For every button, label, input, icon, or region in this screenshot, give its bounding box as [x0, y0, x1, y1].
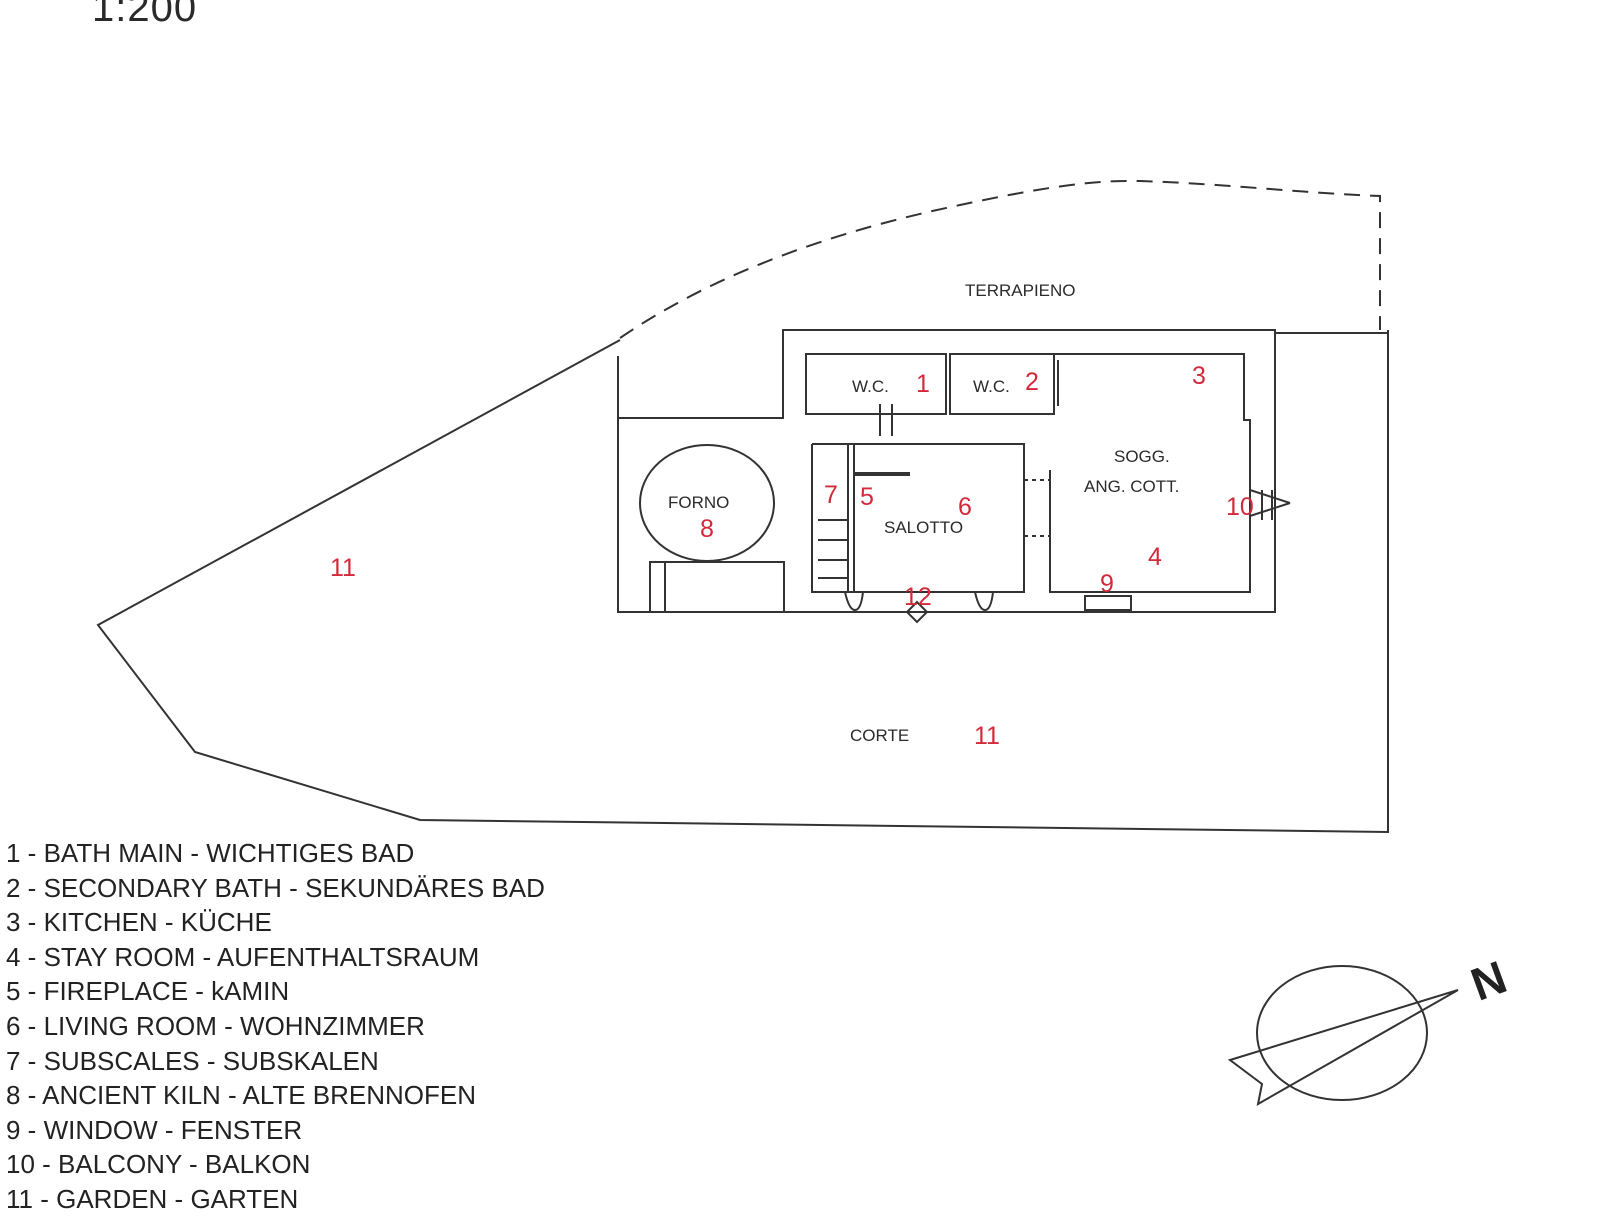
room-number-11-garden: 11: [330, 554, 356, 582]
area-sogg-line2: ANG. COTT.: [1084, 477, 1179, 496]
room-number-1: 1: [916, 370, 930, 398]
area-forno: FORNO: [668, 493, 729, 512]
legend-item: 1 - BATH MAIN - WICHTIGES BAD: [6, 838, 415, 868]
room-number-4: 4: [1148, 543, 1162, 571]
room-number-5: 5: [860, 483, 874, 511]
wc2-room: [949, 353, 1055, 415]
wc1-room: [805, 353, 947, 415]
salotto-room: [811, 443, 1025, 593]
legend-item: 10 - BALCONY - BALKON: [6, 1149, 311, 1180]
balcony-symbol: [1249, 489, 1291, 520]
kitchen-room: [1049, 353, 1251, 593]
legend-item: 7 - SUBSCALES - SUBSKALEN: [6, 1045, 379, 1076]
room-legend: 1 - BATH MAIN - WICHTIGES BAD 2 - SECOND…: [6, 836, 545, 1217]
room-number-11-corte: 11: [974, 722, 1000, 750]
embankment-dashed-boundary: [619, 179, 1381, 339]
legend-item: 11 - GARDEN - GARTEN: [6, 1183, 299, 1214]
stairs: [818, 444, 849, 592]
area-salotto: SALOTTO: [884, 518, 963, 537]
area-wc2: W.C.: [973, 377, 1010, 396]
room-number-2: 2: [1025, 368, 1039, 396]
room-number-6: 6: [958, 493, 972, 521]
compass-circle: [1256, 965, 1428, 1101]
area-terrapieno: TERRAPIENO: [965, 281, 1076, 300]
north-arrow: [1227, 989, 1459, 1106]
legend-item: 4 - STAY ROOM - AUFENTHALTSRAUM: [6, 941, 480, 972]
room-number-7: 7: [824, 481, 838, 509]
room-number-9: 9: [1100, 570, 1114, 598]
window-symbol: [1084, 595, 1132, 611]
building-outline: [617, 329, 1276, 613]
legend-item: 8 - ANCIENT KILN - ALTE BRENNOFEN: [6, 1080, 477, 1111]
compass-north-label: N: [1464, 950, 1513, 1010]
area-corte: CORTE: [850, 726, 909, 745]
area-sogg-line1: SOGG.: [1114, 447, 1170, 466]
legend-item: 9 - WINDOW - FENSTER: [6, 1114, 303, 1145]
legend-item: 6 - LIVING ROOM - WOHNZIMMER: [6, 1010, 425, 1041]
scale-label: 1:200: [92, 0, 198, 30]
legend-item: 5 - FIREPLACE - kAMIN: [6, 976, 290, 1007]
property-outline: [96, 330, 1389, 834]
area-wc1: W.C.: [852, 377, 889, 396]
room-number-12: 12: [904, 583, 932, 611]
legend-item: 3 - KITCHEN - KÜCHE: [6, 907, 272, 938]
room-number-8: 8: [700, 515, 714, 543]
room-number-10: 10: [1226, 493, 1254, 521]
room-number-3: 3: [1192, 362, 1206, 390]
legend-item: 2 - SECONDARY BATH - SEKUNDÄRES BAD: [6, 872, 545, 903]
